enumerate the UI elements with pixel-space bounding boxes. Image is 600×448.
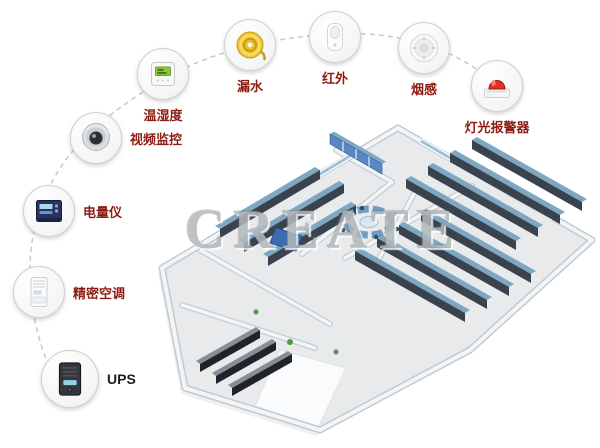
smoke-detector-icon bbox=[410, 34, 438, 62]
node-temp-humidity: 温湿度 bbox=[123, 48, 203, 124]
power-meter-circle bbox=[23, 185, 75, 237]
round-console-table bbox=[338, 205, 400, 240]
label-video-surveillance: 视频监控 bbox=[130, 131, 183, 147]
water-leak-coil-icon bbox=[236, 31, 266, 61]
node-precision-ac: 精密空调 bbox=[13, 266, 125, 318]
server-rack-rows-northeast bbox=[406, 137, 587, 250]
node-light-alarm: 灯光报警器 bbox=[457, 60, 537, 136]
node-infrared: 红外 bbox=[295, 11, 375, 87]
label-precision-ac: 精密空调 bbox=[73, 285, 126, 301]
dome-camera-icon bbox=[82, 123, 110, 151]
temp-humidity-circle bbox=[137, 48, 189, 100]
video-surveillance-circle bbox=[70, 112, 122, 164]
precision-ac-icon bbox=[30, 277, 48, 307]
outer-walls bbox=[158, 124, 596, 434]
label-power-meter: 电量仪 bbox=[83, 204, 123, 220]
label-water-leak: 漏水 bbox=[236, 79, 263, 94]
sofa bbox=[269, 227, 303, 252]
watermark-text: CREATE bbox=[185, 199, 463, 261]
ups-circle bbox=[41, 350, 99, 408]
node-water-leak: 漏水 bbox=[210, 19, 290, 95]
node-video-surveillance: 视频监控 bbox=[70, 112, 182, 164]
monitor-row bbox=[329, 131, 386, 175]
node-power-meter: 电量仪 bbox=[23, 185, 122, 237]
power-meter-icon bbox=[36, 200, 62, 222]
server-rack-rows-south bbox=[196, 327, 292, 396]
water-leak-circle bbox=[224, 19, 276, 71]
label-ups: UPS bbox=[107, 371, 136, 387]
light-alarm-circle bbox=[471, 60, 523, 112]
server-rack-rows-southeast bbox=[355, 209, 536, 322]
temp-humidity-sensor-icon bbox=[151, 62, 175, 86]
precision-ac-circle bbox=[13, 266, 65, 318]
smoke-circle bbox=[398, 22, 450, 74]
label-infrared: 红外 bbox=[321, 71, 348, 86]
node-ups: UPS bbox=[41, 350, 136, 408]
node-smoke: 烟感 bbox=[384, 22, 464, 98]
label-light-alarm: 灯光报警器 bbox=[464, 120, 530, 135]
label-temp-humidity: 温湿度 bbox=[143, 108, 183, 123]
partition-walls bbox=[179, 147, 475, 351]
infrared-sensor-icon bbox=[327, 23, 343, 51]
datacenter-floorplan-illustration bbox=[158, 124, 596, 436]
plants bbox=[253, 309, 339, 355]
infrared-circle bbox=[309, 11, 361, 63]
strobe-alarm-icon bbox=[484, 80, 510, 98]
ups-icon bbox=[58, 362, 82, 396]
label-smoke: 烟感 bbox=[410, 82, 437, 97]
